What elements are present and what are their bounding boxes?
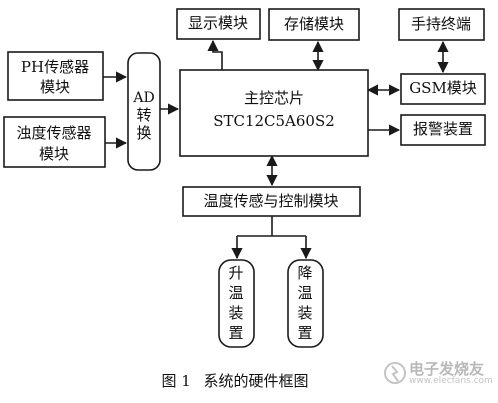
main-controller-model: STC12C5A60S2 [213, 112, 335, 130]
ad-converter-label-line2: 转 [136, 106, 151, 124]
display-module-block: 显示模块 [176, 8, 261, 40]
heating-device-char-3: 装 [228, 304, 243, 322]
watermark-text: 电子发烧友 [409, 360, 485, 378]
display-module-label: 显示模块 [188, 14, 248, 32]
heating-device-char-1: 升 [228, 264, 243, 282]
ad-converter-block: AD 转 换 [127, 52, 161, 171]
figure-caption: 图 1 系统的硬件框图 [0, 370, 470, 391]
alarm-device-block: 报警装置 [400, 114, 486, 146]
temperature-control-block: 温度传感与控制模块 [182, 186, 361, 217]
main-controller-block: 主控芯片 STC12C5A60S2 [179, 69, 369, 157]
handheld-terminal-label: 手持终端 [411, 15, 471, 33]
cooling-device-char-3: 装 [297, 304, 312, 322]
connector-mcu-display [207, 39, 223, 70]
figure-title: 系统的硬件框图 [203, 372, 309, 390]
heating-device-char-2: 温 [228, 284, 243, 302]
turbidity-sensor-label-line2: 模块 [39, 145, 69, 163]
watermark-logo-icon [384, 362, 406, 384]
gsm-module-label: GSM模块 [409, 79, 477, 97]
heating-device-block: 升 温 装 置 [218, 259, 255, 348]
cooling-device-char-1: 降 [297, 264, 312, 282]
watermark: 电子发烧友 www.elecfans.com [383, 356, 493, 392]
ph-sensor-label-line1: PH传感器 [21, 58, 89, 76]
figure-number: 图 1 [161, 372, 191, 390]
heating-device-char-4: 置 [228, 324, 243, 342]
alarm-device-label: 报警装置 [413, 120, 473, 138]
ad-converter-label-line3: 换 [136, 124, 151, 142]
turbidity-sensor-block: 浊度传感器 模块 [3, 116, 106, 168]
gsm-module-block: GSM模块 [400, 73, 486, 105]
ph-sensor-label-line2: 模块 [40, 78, 70, 96]
turbidity-sensor-label-line1: 浊度传感器 [16, 124, 91, 142]
ph-sensor-block: PH传感器 模块 [7, 51, 104, 101]
storage-module-label: 存储模块 [284, 15, 344, 33]
storage-module-block: 存储模块 [268, 8, 360, 41]
temperature-control-label: 温度传感与控制模块 [203, 192, 338, 210]
cooling-device-char-4: 置 [297, 324, 312, 342]
handheld-terminal-block: 手持终端 [398, 8, 485, 41]
ad-converter-label-line1: AD [132, 90, 154, 106]
watermark-url: www.elecfans.com [409, 376, 493, 386]
main-controller-label: 主控芯片 [244, 89, 304, 107]
cooling-device-block: 降 温 装 置 [287, 259, 324, 348]
cooling-device-char-2: 温 [297, 284, 312, 302]
connectors [103, 39, 449, 260]
